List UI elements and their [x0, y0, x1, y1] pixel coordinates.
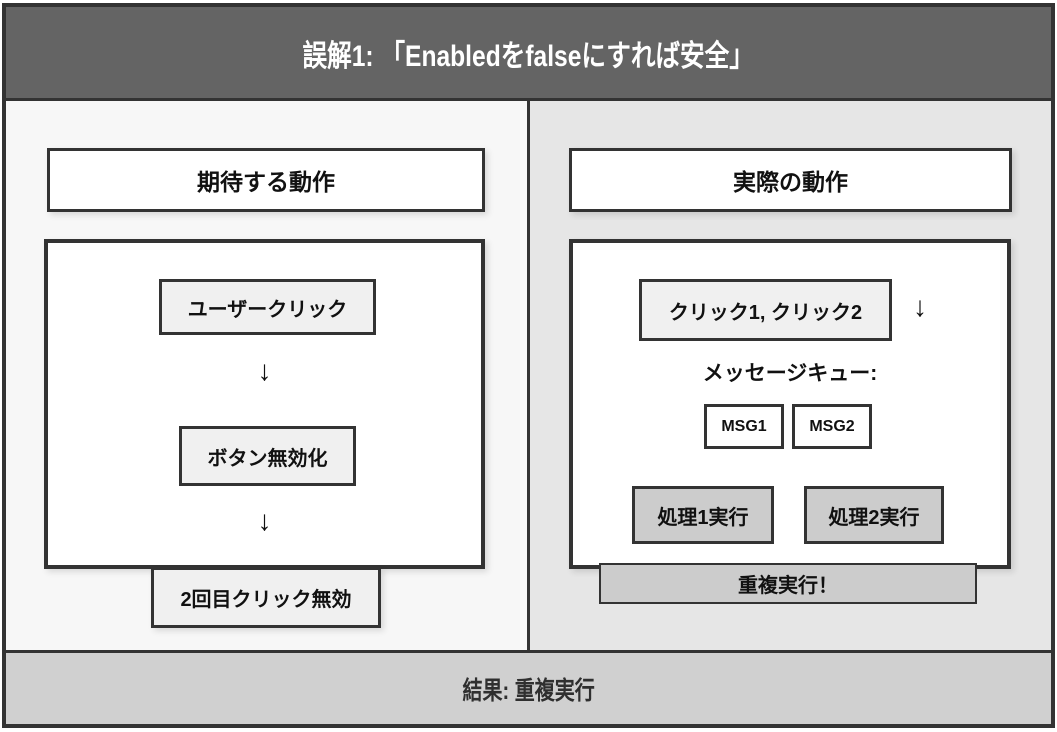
expected-flow-container: ユーザークリック ↓ ボタン無効化 ↓: [44, 239, 485, 569]
msg1-node: MSG1: [704, 404, 784, 449]
result-bar: 結果: 重複実行: [6, 650, 1051, 724]
second-click-invalid-node: 2回目クリック無効: [151, 567, 381, 628]
actual-flow-container: クリック1, クリック2 ↓ メッセージキュー: MSG1 MSG2 処理1実行…: [569, 239, 1011, 569]
process1-node: 処理1実行: [632, 486, 774, 544]
button-disable-node: ボタン無効化: [179, 426, 356, 486]
msg2-node: MSG2: [792, 404, 872, 449]
down-arrow-icon: ↓: [257, 505, 272, 536]
duplicate-execution-warning: 重複実行！: [599, 563, 977, 604]
result-text: 結果: 重複実行: [462, 676, 595, 705]
actual-behavior-panel: 実際の動作 クリック1, クリック2 ↓ メッセージキュー: MSG1 MSG2…: [530, 101, 1051, 650]
title-bar: 誤解1: 「Enabledをfalseにすれば安全」: [6, 7, 1051, 101]
panel-divider: [527, 101, 530, 650]
expected-behavior-heading: 期待する動作: [47, 148, 485, 212]
process2-node: 処理2実行: [804, 486, 944, 544]
diagram-title: 誤解1: 「Enabledをfalseにすれば安全」: [302, 39, 755, 73]
main-area: 期待する動作 ユーザークリック ↓ ボタン無効化 ↓ 2回目クリック無効 実際の…: [6, 101, 1051, 650]
message-queue-label: メッセージキュー:: [702, 362, 878, 385]
expected-behavior-panel: 期待する動作 ユーザークリック ↓ ボタン無効化 ↓ 2回目クリック無効: [6, 101, 527, 650]
down-arrow-icon: ↓: [257, 355, 272, 386]
user-click-node: ユーザークリック: [159, 279, 376, 335]
diagram-frame: 誤解1: 「Enabledをfalseにすれば安全」 期待する動作 ユーザークリ…: [2, 3, 1055, 728]
down-arrow-icon: ↓: [913, 291, 927, 322]
clicks-node: クリック1, クリック2: [639, 279, 892, 341]
actual-behavior-heading: 実際の動作: [569, 148, 1012, 212]
